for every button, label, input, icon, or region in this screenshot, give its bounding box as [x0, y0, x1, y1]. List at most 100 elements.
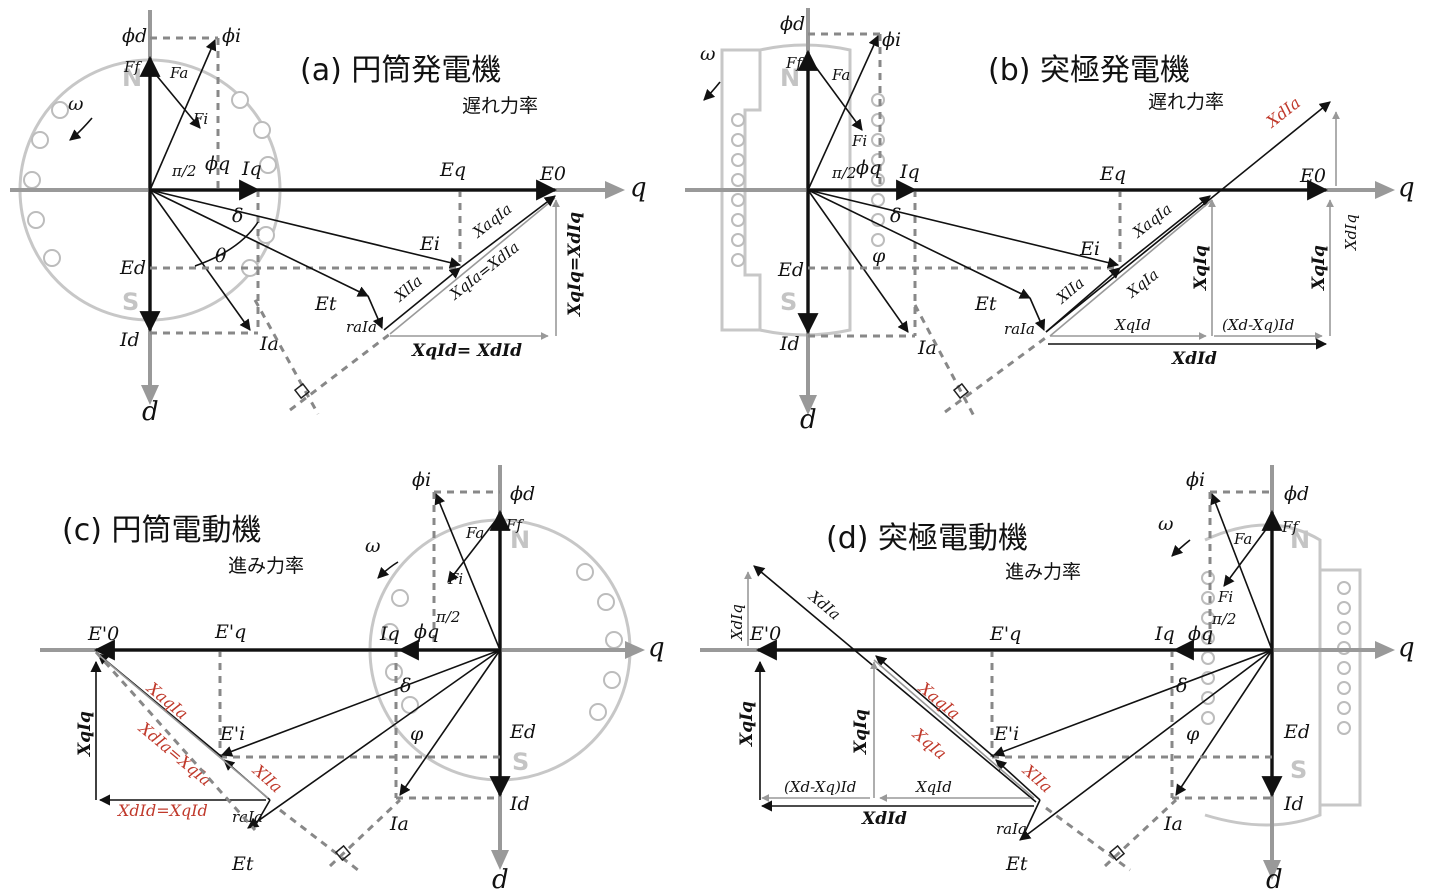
phi-q-label-b: ϕq [856, 157, 881, 179]
d-axis-arrowhead-b [799, 395, 817, 415]
phi-d-label-d: ϕd [1284, 483, 1309, 505]
Fa-label: Fa [169, 64, 188, 82]
Fi-label-b: Fi [851, 132, 867, 150]
pi2-label-c: π/2 [435, 608, 460, 626]
Ia-label-d: Ia [1163, 813, 1183, 835]
phi-i-label: ϕi [222, 25, 241, 47]
XdIq-label-d: XdIq [728, 604, 746, 641]
Et-vector-d [1019, 649, 1273, 841]
phi-q-label-c: ϕq [414, 621, 439, 643]
perp-dash-1-b [913, 304, 977, 419]
Fi-vector [149, 38, 217, 191]
XqIa-gray-c [99, 655, 269, 799]
delta-label-b: δ [890, 205, 901, 227]
XdIa-vector-d [753, 565, 1037, 803]
perp-dash-2-c [328, 798, 402, 868]
XqId-label-d: XqId [915, 778, 952, 796]
Fa-label-d: Fa [1233, 530, 1252, 548]
d-axis-arrowhead [141, 385, 159, 405]
Eip-label-d: E'i [993, 723, 1019, 745]
phi-d-label-b: ϕd [780, 13, 805, 35]
XqIa-label-d: XqIa [908, 723, 950, 763]
Id-label: Id [119, 329, 140, 351]
Eq-label-b: Eq [1099, 163, 1126, 185]
phi-label-d: φ [1186, 723, 1200, 745]
Ia-vector-b [807, 189, 909, 333]
XdId-eq-label-c: XdId=XqId [116, 801, 208, 820]
perp-dash-2-d [1103, 798, 1178, 868]
q-axis-label: q [630, 173, 647, 203]
XdIa-label-d: XdIa [805, 587, 844, 624]
Fa-label-b: Fa [831, 66, 850, 84]
raIa-vector-d [1023, 799, 1041, 835]
panel-d-title: (d) 突極電動機 [826, 521, 1028, 556]
omega-label-d: ω [1158, 513, 1174, 535]
XqIq2-label-b: XqIq [1309, 245, 1329, 291]
Ff-label: Ff [123, 58, 142, 76]
Et-label: Et [314, 293, 337, 315]
Eip-vector-c [220, 649, 501, 757]
stator-coils-c [381, 563, 623, 721]
phi-i-label-d: ϕi [1186, 469, 1205, 491]
rotation-arrow-b [703, 81, 721, 101]
q-axis-arrowhead-b [1375, 181, 1395, 199]
d-axis-label-c: d [492, 865, 509, 890]
south-pole-label: S [122, 288, 139, 316]
q-axis-arrowhead [605, 181, 625, 199]
d-axis-label-d: d [1266, 865, 1283, 890]
raIa-vector [367, 295, 384, 330]
Ff-label-d: Ff [1281, 518, 1300, 536]
XdIq-label-b: XdIq [1342, 214, 1360, 251]
omega-label-b: ω [700, 43, 716, 65]
Ia-vector-d [1175, 649, 1273, 796]
Ia-vector [149, 189, 251, 331]
Ei-label: Ei [419, 233, 440, 255]
panel-a: (a) 円筒発電機 遅れ力率 N S ω q d ϕd ϕi Ff F [10, 10, 647, 427]
d-axis-arrowhead-c [491, 850, 509, 870]
XdId-label-b: XdId [1171, 349, 1217, 369]
panel-a-subtitle: 遅れ力率 [462, 95, 538, 117]
XdId-label-d: XdId [861, 809, 907, 829]
south-pole-label-d: S [1290, 756, 1307, 784]
Fa-vector [151, 69, 201, 129]
q-axis-label-b: q [1398, 173, 1415, 203]
panel-b-title: (b) 突極発電機 [988, 53, 1190, 88]
XaqIa-label-c: XaqIa [142, 677, 192, 723]
rotation-arrow [69, 117, 93, 141]
phi-q-label-d: ϕq [1188, 623, 1213, 645]
panel-c-title: (c) 円筒電動機 [62, 513, 261, 548]
right-angle-marker-c [334, 844, 352, 862]
Fi-label-c: Fi [447, 570, 463, 588]
XaqIa-vector [459, 195, 556, 269]
Id-label-b: Id [779, 333, 800, 355]
phi-i-label-b: ϕi [882, 29, 901, 51]
Iq-label-c: Iq [379, 623, 400, 645]
XqIa-gray [389, 197, 556, 335]
Eip-label-c: E'i [219, 723, 245, 745]
salient-pole-left [720, 48, 762, 332]
perp-dash-2 [289, 332, 391, 412]
stator-coils [23, 91, 277, 277]
right-angle-marker [293, 382, 311, 400]
E0p-label-d: E'0 [749, 623, 781, 645]
XqId-label-b: XqId [1114, 316, 1151, 334]
phi-d-label-c: ϕd [510, 483, 535, 505]
Iq-label: Iq [241, 158, 262, 180]
raIa-label-b: raIa [1004, 320, 1035, 338]
q-axis-arrowhead-c [625, 641, 645, 659]
Et-label-b: Et [974, 293, 997, 315]
Fi-label: Fi [192, 110, 208, 128]
right-angle-marker-d [1108, 844, 1126, 862]
panel-b: (b) 突極発電機 遅れ力率 N S ω q d ϕd ϕi Ff [685, 8, 1415, 435]
XaqIa-label-b: XaqIa [1129, 200, 1176, 242]
Id-label-d: Id [1283, 793, 1304, 815]
perp-dash-2-b [944, 334, 1049, 414]
theta-label: θ [215, 245, 227, 267]
Et-vector-b [807, 189, 1032, 299]
XqIq-label-d: XqIq [851, 709, 871, 755]
omega-label-c: ω [365, 535, 381, 557]
Ia-label-b: Ia [917, 337, 937, 359]
XdIa-label-b: XdIa [1261, 93, 1304, 132]
omega-label: ω [68, 93, 84, 115]
